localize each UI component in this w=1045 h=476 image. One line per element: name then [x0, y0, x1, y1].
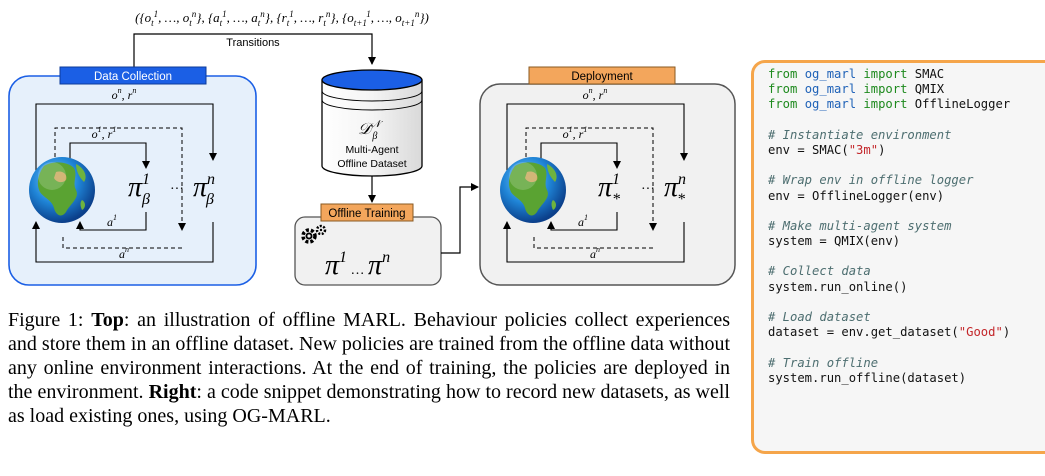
code-line: # Collect data: [768, 264, 1045, 279]
deployment-header: [528, 66, 676, 85]
code-token: system = QMIX(env): [768, 234, 901, 249]
code-blank-line: [768, 249, 1045, 264]
code-token: "3m": [848, 142, 879, 157]
offline-training-header: [320, 203, 414, 222]
code-blank-line: [768, 158, 1045, 173]
code-token: dataset = env.get_dataset(: [768, 325, 959, 340]
dc-ellipsis: ···: [170, 182, 184, 197]
environment-globe-icon: [500, 157, 566, 223]
code-line: # Load dataset: [768, 310, 1045, 325]
dataset-cylinder: [321, 69, 423, 177]
code-token: env = SMAC(: [768, 142, 849, 157]
dc-action-1: a1: [107, 213, 117, 229]
code-line: env = SMAC("3m"): [768, 143, 1045, 158]
deployment-title: Deployment: [571, 71, 633, 83]
code-line: dataset = env.get_dataset("Good"): [768, 325, 1045, 340]
code-token: # Wrap env in offline logger: [768, 173, 974, 188]
code-token: ): [1002, 325, 1011, 340]
code-token: import: [856, 97, 915, 112]
caption-prefix: Figure 1:: [8, 309, 92, 331]
code-line: system.run_offline(dataset): [768, 371, 1045, 386]
code-blank-line: [768, 113, 1045, 128]
code-token: ): [878, 142, 886, 157]
code-line: from og_marl import OfflineLogger: [768, 97, 1045, 112]
code-line: # Instantiate environment: [768, 128, 1045, 143]
code-line: system.run_online(): [768, 280, 1045, 295]
transitions-formula: ({ot1, …, otn}, {at1, …, atn}, {rt1, …, …: [135, 9, 429, 28]
dp-action-1: a1: [578, 213, 588, 229]
dp-ellipsis: ···: [641, 182, 655, 197]
code-line: env = OfflineLogger(env): [768, 189, 1045, 204]
code-token: # Load dataset: [768, 310, 871, 324]
offline-training-title: Offline Training: [328, 208, 405, 220]
dataset-line2: Offline Dataset: [337, 158, 406, 170]
caption-top-text: : an illustration of offline MARL. Behav…: [8, 309, 730, 403]
code-token: og_marl: [804, 67, 857, 81]
dp-policy-n: πn*: [664, 171, 686, 208]
code-token: # Make multi-agent system: [768, 218, 952, 233]
dp-action-n: an: [590, 245, 600, 261]
dp-policy-1: π1*: [598, 171, 620, 208]
data-collection-title: Data Collection: [94, 71, 172, 83]
code-line: # Train offline: [768, 356, 1045, 371]
code-token: env = OfflineLogger(env): [768, 188, 945, 203]
code-token: OfflineLogger: [914, 97, 1011, 112]
code-blank-line: [768, 340, 1045, 355]
caption-right-text: : a code snippet demonstrating how to re…: [8, 381, 730, 427]
code-token: import: [856, 67, 915, 81]
code-line: from og_marl import QMIX: [768, 82, 1045, 97]
dc-action-n: an: [119, 245, 129, 261]
data-collection-header: [59, 66, 207, 85]
caption-right-label: Right: [148, 381, 197, 403]
figure-caption: Figure 1: Top: an illustration of offlin…: [8, 308, 730, 428]
caption-top-label: Top: [91, 309, 124, 331]
code-token: "Good": [958, 325, 1003, 340]
code-line: # Make multi-agent system: [768, 219, 1045, 234]
transitions-label: Transitions: [226, 37, 280, 49]
code-token: og_marl: [804, 97, 857, 112]
code-token: # Instantiate environment: [768, 127, 952, 142]
code-token: QMIX: [914, 82, 945, 97]
offline-marl-diagram: ({ot1, …, otn}, {at1, …, atn}, {rt1, …, …: [8, 9, 736, 286]
code-token: # Collect data: [768, 264, 871, 279]
code-token: from: [768, 67, 805, 81]
code-token: # Train offline: [768, 355, 879, 370]
code-token: from: [768, 82, 805, 97]
code-token: system.run_offline(dataset): [768, 370, 967, 385]
code-token: import: [856, 82, 915, 97]
code-token: SMAC: [914, 67, 945, 81]
dataset-line1: Multi-Agent: [345, 144, 398, 156]
code-token: og_marl: [804, 82, 857, 97]
code-token: from: [768, 97, 805, 112]
code-line: from og_marl import SMAC: [768, 67, 1045, 82]
code-token: system.run_online(): [768, 279, 908, 294]
gears-icon: [301, 224, 327, 244]
environment-globe-icon: [29, 157, 95, 223]
code-line: system = QMIX(env): [768, 234, 1045, 249]
code-blank-line: [768, 204, 1045, 219]
code-line: # Wrap env in offline logger: [768, 173, 1045, 188]
code-blank-line: [768, 295, 1045, 310]
